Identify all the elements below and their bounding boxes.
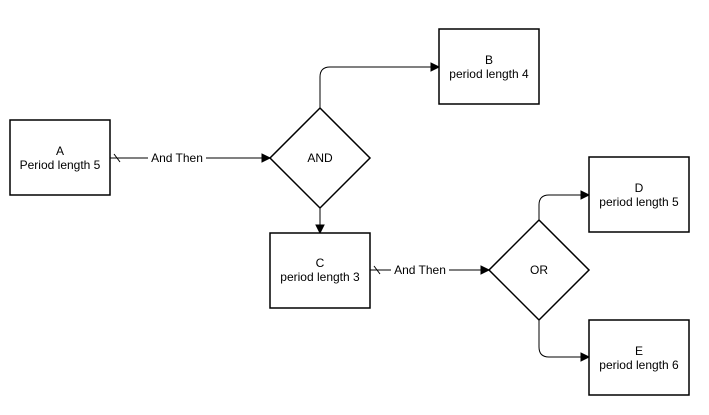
edge-or-to-e [538,320,591,362]
edge-and-to-c [315,208,325,235]
node-c[interactable]: C period length 3 [269,232,371,309]
gate-or-label: OR [530,263,548,277]
node-b-subtitle: period length 4 [449,67,529,81]
node-e[interactable]: E period length 6 [588,319,690,396]
node-d-title: D [635,181,644,195]
edge-label-and-then-1: And Then [151,151,203,165]
edge-and-to-b [319,62,441,108]
node-b-title: B [485,53,493,67]
edge-c-to-or: And Then [370,262,491,277]
gate-or[interactable]: OR [487,218,591,322]
gate-and-label: AND [307,151,333,165]
node-e-subtitle: period length 6 [599,358,679,372]
edge-label-and-then-2: And Then [394,263,446,277]
node-a[interactable]: A Period length 5 [9,119,111,196]
node-c-title: C [316,256,325,270]
node-e-title: E [635,344,643,358]
gate-and[interactable]: AND [268,106,372,210]
node-a-title: A [56,144,64,158]
edge-a-to-and: And Then [110,150,272,165]
node-d-subtitle: period length 5 [599,195,679,209]
node-c-subtitle: period length 3 [280,270,360,284]
node-d[interactable]: D period length 5 [588,156,690,233]
node-a-subtitle: Period length 5 [20,158,101,172]
node-b[interactable]: B period length 4 [438,28,540,105]
edge-or-to-d [538,190,591,220]
